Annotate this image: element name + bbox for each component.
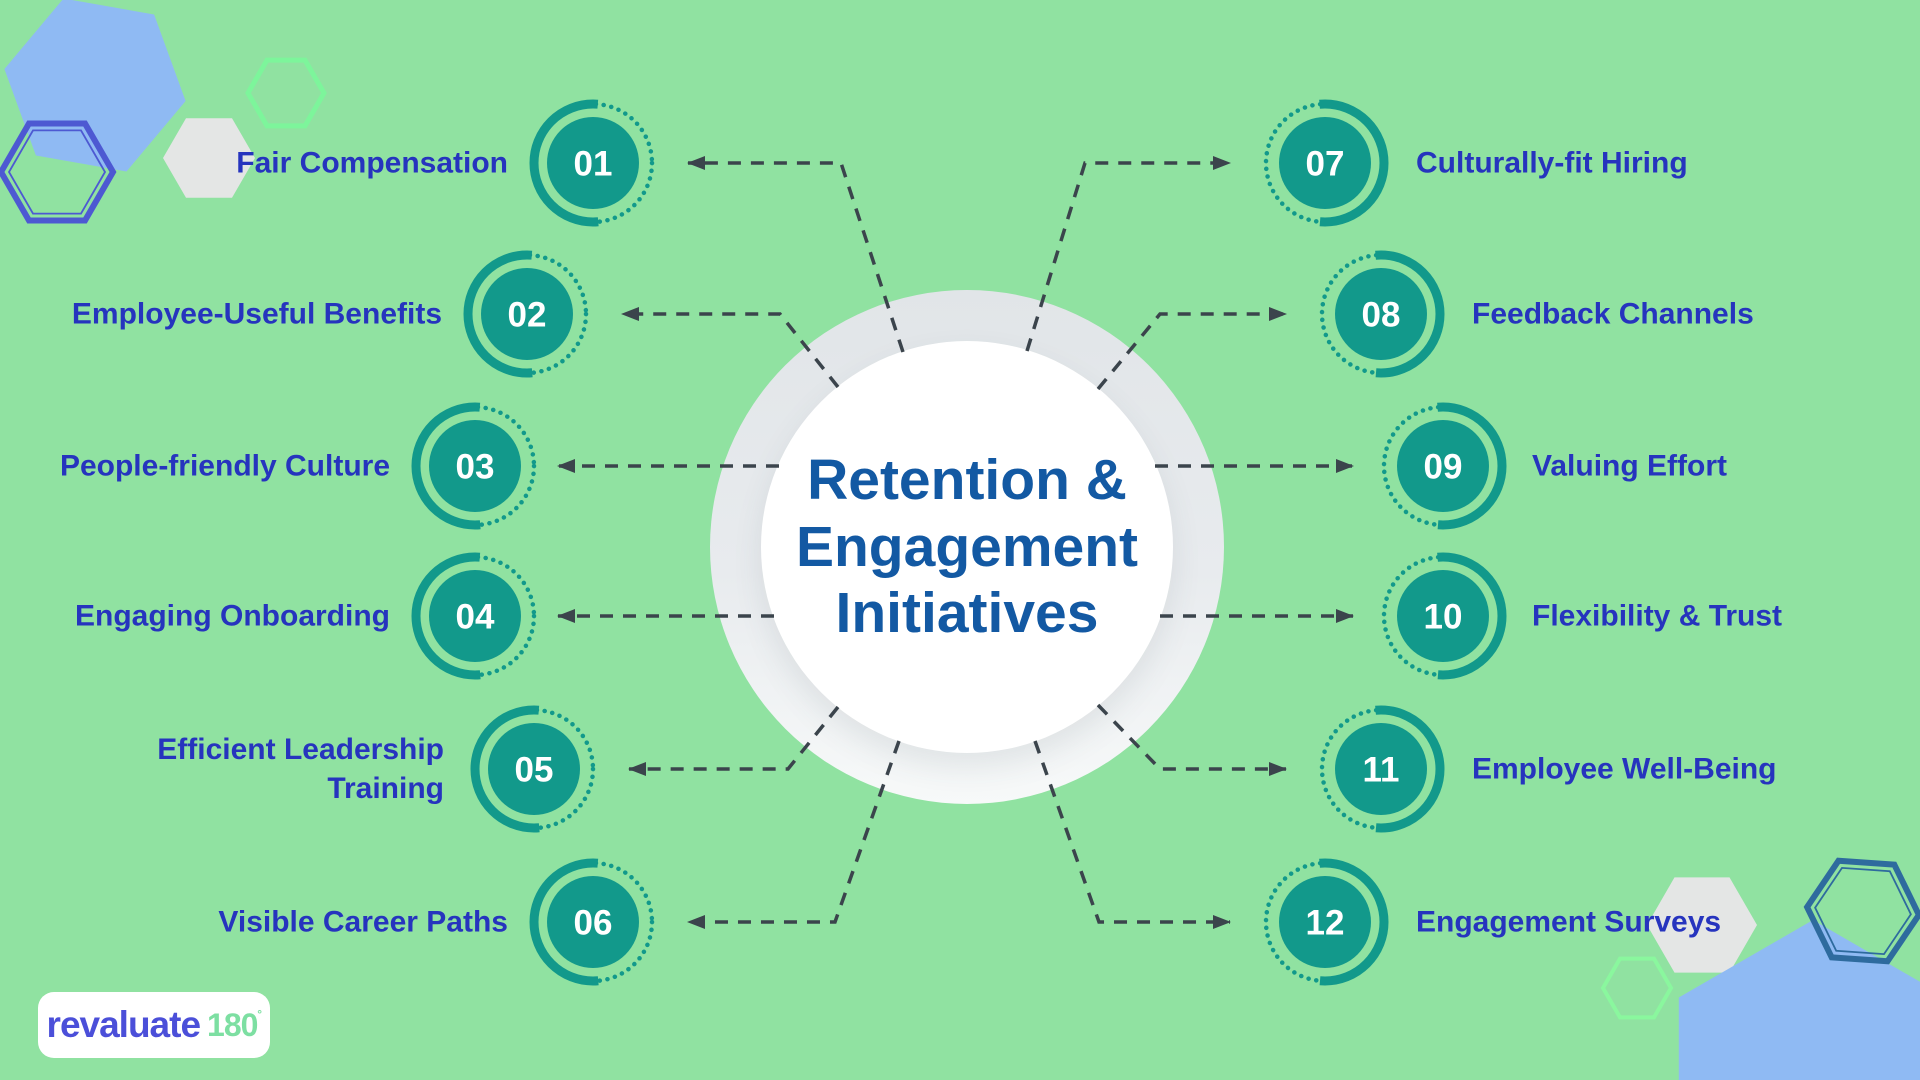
- item-label-01: Fair Compensation: [236, 146, 508, 180]
- badge-number: 05: [515, 751, 554, 790]
- badge-circle: [488, 723, 580, 815]
- badge-number: 01: [574, 145, 613, 184]
- logo-number: 180˚: [207, 1006, 262, 1043]
- logo-brand: revaluate: [46, 1004, 201, 1045]
- arrow-11: [1096, 703, 1287, 776]
- center-circle: [761, 341, 1173, 753]
- badge-solid-arc: [1379, 552, 1507, 680]
- hex-bottom-right-steel-outline-inner: [1814, 866, 1912, 956]
- arrow-02: [621, 307, 840, 389]
- badge-solid-arc: [529, 99, 657, 227]
- hex-bottom-right-steel-outline: [1803, 857, 1920, 965]
- title-line-3: Initiatives: [835, 581, 1099, 646]
- badge-circle: [547, 117, 639, 209]
- badge-solid-arc: [1317, 705, 1445, 833]
- arrow-08: [1096, 307, 1287, 391]
- item-label-03: People-friendly Culture: [59, 449, 390, 483]
- badge-02: 02: [463, 250, 591, 378]
- badge-number: 06: [574, 904, 613, 943]
- item-label-12: Engagement Surveys: [1416, 905, 1722, 939]
- badge-solid-arc: [1379, 402, 1507, 530]
- badge-09: 09: [1379, 402, 1507, 530]
- item-label-05: Efficient Leadership Training: [157, 733, 444, 805]
- item-label-09: Valuing Effort: [1532, 449, 1727, 483]
- badge-solid-arc: [1261, 99, 1389, 227]
- badge-number: 11: [1363, 751, 1400, 790]
- badge-solid-arc: [463, 250, 591, 378]
- badge-01: 01: [529, 99, 657, 227]
- item-label-11: Employee Well-Being: [1472, 752, 1777, 786]
- badge-12: 12: [1261, 858, 1389, 986]
- badge-solid-arc: [411, 402, 539, 530]
- arrow-01: [687, 156, 905, 353]
- logo-degree-icon: ˚: [257, 1008, 262, 1026]
- badge-solid-arc: [411, 552, 539, 680]
- badge-number: 02: [508, 296, 547, 335]
- title-line-2: Engagement: [795, 514, 1139, 579]
- item-label-02: Employee-Useful Benefits: [71, 297, 442, 331]
- badge-solid-arc: [529, 858, 657, 986]
- badge-circle: [1397, 570, 1489, 662]
- badge-solid-arc: [470, 705, 598, 833]
- badge-number: 03: [456, 448, 495, 487]
- badge-solid-arc: [1317, 250, 1445, 378]
- badge-04: 04: [411, 552, 539, 680]
- badge-08: 08: [1317, 250, 1445, 378]
- badge-11: 11: [1317, 705, 1445, 833]
- badge-06: 06: [529, 858, 657, 986]
- arrow-12: [1033, 740, 1231, 929]
- badge-number: 09: [1424, 448, 1463, 487]
- item-label-04: Engaging Onboarding: [75, 599, 390, 633]
- hex-bottom-right-green-outline: [1600, 956, 1674, 1020]
- badge-03: 03: [411, 402, 539, 530]
- logo-badge: revaluate 180˚: [38, 992, 270, 1058]
- hex-top-left-green-outline: [245, 57, 327, 129]
- badge-number: 04: [456, 598, 495, 637]
- badge-07: 07: [1261, 99, 1389, 227]
- badge-circle: [481, 268, 573, 360]
- badge-circle: [429, 420, 521, 512]
- arrow-05: [628, 705, 840, 776]
- badge-number: 10: [1424, 598, 1463, 637]
- hex-top-left-indigo-outline: [0, 120, 117, 224]
- badge-10: 10: [1379, 552, 1507, 680]
- title-line-1: Retention &: [807, 447, 1127, 512]
- arrow-07: [1025, 156, 1231, 352]
- badge-number: 07: [1306, 145, 1345, 184]
- badge-circle: [429, 570, 521, 662]
- hex-top-left-indigo-outline-inner: [7, 129, 107, 215]
- badge-number: 08: [1362, 296, 1401, 335]
- item-label-07: Culturally-fit Hiring: [1416, 146, 1688, 180]
- arrow-06: [687, 740, 901, 929]
- badge-number: 12: [1306, 904, 1345, 943]
- badge-circle: [1397, 420, 1489, 512]
- badge-solid-arc: [1261, 858, 1389, 986]
- item-label-10: Flexibility & Trust: [1532, 599, 1783, 633]
- badge-circle: [1335, 723, 1427, 815]
- item-label-06: Visible Career Paths: [218, 905, 508, 939]
- badge-circle: [1279, 117, 1371, 209]
- badge-circle: [1279, 876, 1371, 968]
- hex-top-left-gray-filled: [163, 118, 255, 198]
- badge-circle: [547, 876, 639, 968]
- item-label-08: Feedback Channels: [1472, 297, 1754, 331]
- badge-circle: [1335, 268, 1427, 360]
- badge-05: 05: [470, 705, 598, 833]
- hex-bottom-right-gray-filled: [1647, 877, 1757, 973]
- hex-top-left-blue-filled: [4, 0, 186, 172]
- center-title: Retention & Engagement Initiatives: [727, 447, 1207, 647]
